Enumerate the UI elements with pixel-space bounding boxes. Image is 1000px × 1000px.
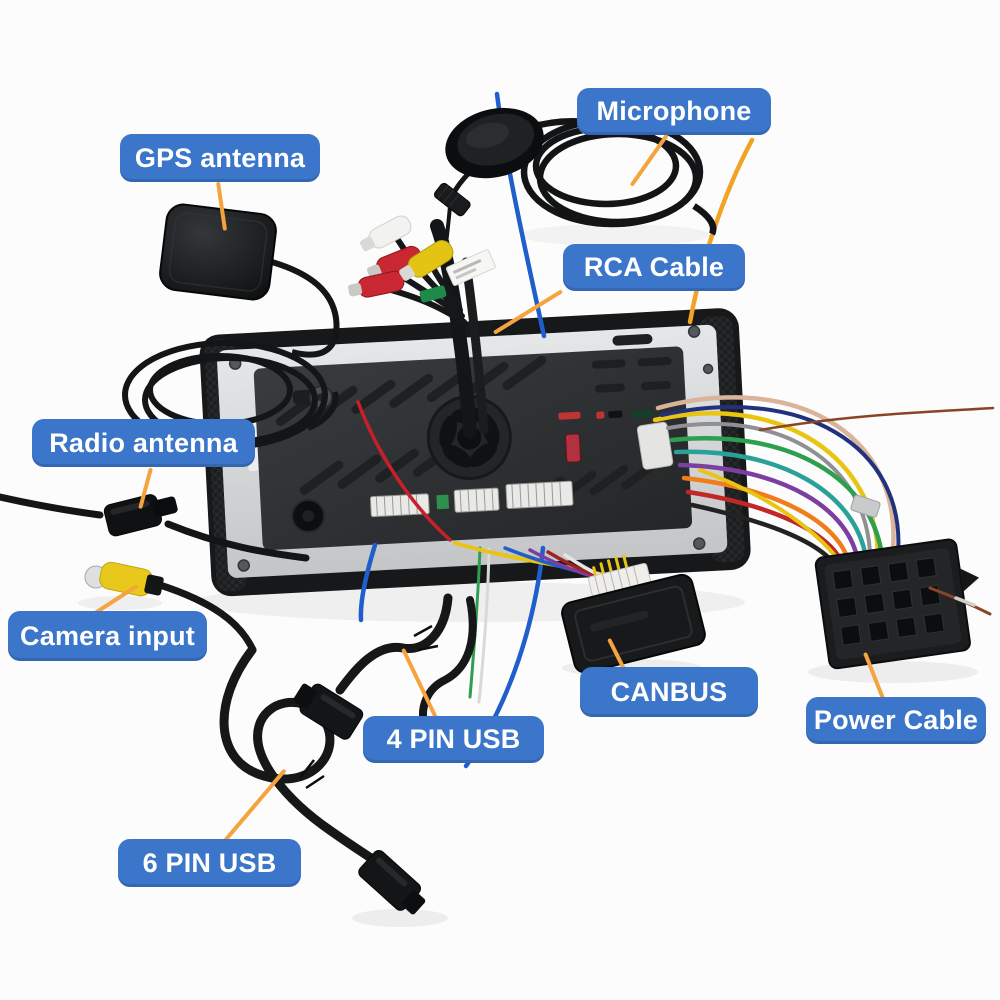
harness-socket — [636, 421, 674, 470]
callout-usb-6pin: 6 PIN USB — [118, 839, 301, 887]
rca-plug-white — [359, 215, 412, 252]
green-indicator — [632, 409, 653, 418]
white-wire — [477, 547, 491, 704]
callout-gps-antenna: GPS antenna — [120, 134, 320, 182]
canbus-box — [561, 573, 706, 674]
canbus-photo — [561, 554, 706, 674]
latch-tab — [959, 568, 980, 593]
metal-clip — [850, 494, 881, 518]
rca-plug-red-2 — [348, 270, 405, 298]
zip-tie — [413, 624, 439, 652]
microphone-plug — [434, 182, 471, 217]
io-slots — [558, 334, 674, 470]
red-wire — [356, 400, 452, 542]
callout-canbus: CANBUS — [580, 667, 758, 717]
radio-antenna-photo — [0, 493, 310, 562]
camera-input-photo — [84, 561, 257, 654]
rca-cable-photo — [348, 215, 496, 325]
thin-brown-wire — [758, 406, 995, 432]
green-band — [419, 285, 447, 303]
microphone-head — [445, 107, 544, 179]
callout-microphone: Microphone — [577, 88, 771, 135]
silver-wire-tip — [954, 596, 976, 607]
usb-4pin-connector — [293, 683, 364, 740]
antenna-socket — [291, 499, 326, 534]
callout-usb-4pin: 4 PIN USB — [363, 716, 544, 763]
callout-camera-input: Camera input — [8, 611, 207, 661]
usb-6pin-connector — [358, 850, 426, 915]
fuse-holder — [564, 433, 582, 463]
microphone-coiled-cable — [520, 116, 717, 236]
rca-plug-yellow — [399, 240, 454, 281]
callout-rca-cable: RCA Cable — [563, 244, 745, 291]
callout-power-cable: Power Cable — [806, 697, 986, 744]
radio-antenna-cable-in — [0, 493, 104, 519]
camera-cable — [156, 581, 257, 654]
usb-4pin-photo — [293, 593, 477, 740]
cable-label-tag — [445, 249, 496, 286]
usb-6pin-cable — [219, 645, 393, 874]
microphone-photo — [434, 107, 717, 263]
camera-plug-yellow — [99, 561, 164, 597]
gps-antenna-puck — [159, 203, 277, 301]
blue-wire-left — [358, 542, 378, 623]
red-indicator — [558, 411, 581, 420]
canbus-pin-wires — [592, 554, 630, 581]
radio-antenna-cable-out — [164, 520, 310, 562]
zip-tie — [299, 759, 325, 790]
callout-radio-antenna: Radio antenna — [32, 419, 255, 467]
